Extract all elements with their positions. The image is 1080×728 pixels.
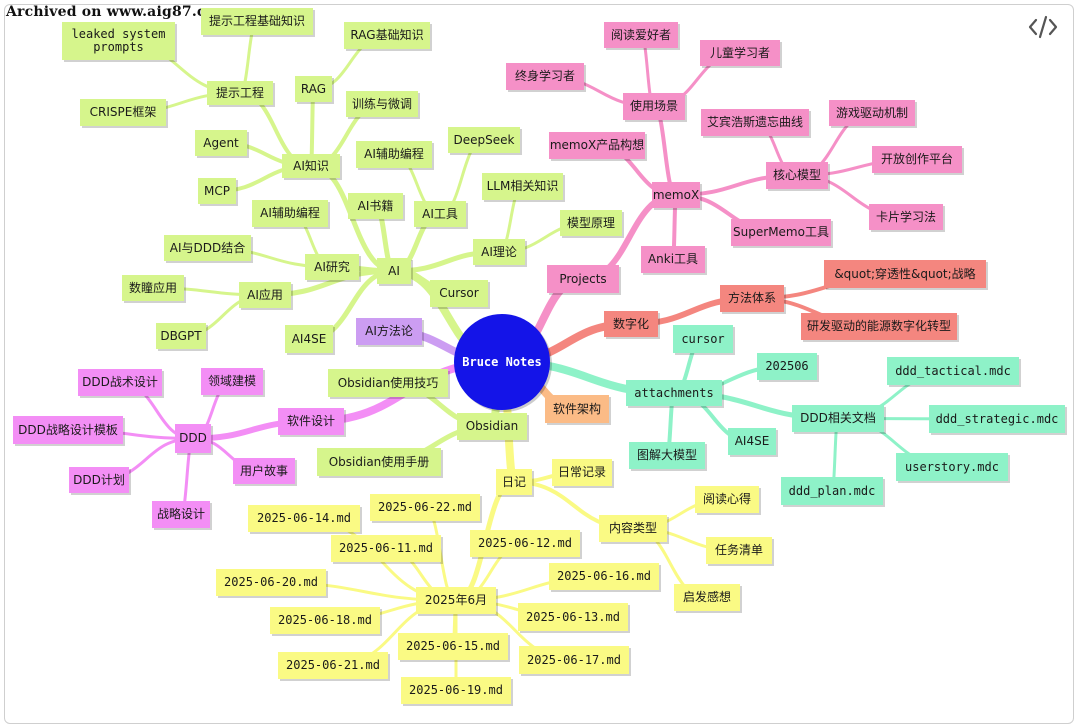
node-child-learners[interactable]: 儿童学习者 bbox=[700, 40, 780, 66]
node-rd-energy[interactable]: 研发驱动的能源数字化转型 bbox=[801, 313, 957, 340]
code-icon[interactable] bbox=[1028, 14, 1058, 40]
node-file-0612[interactable]: 2025-06-12.md bbox=[470, 530, 580, 557]
node-rag[interactable]: RAG bbox=[295, 76, 332, 102]
node-transparency-strategy[interactable]: &quot;穿透性&quot;战略 bbox=[824, 260, 986, 288]
node-file-0616[interactable]: 2025-06-16.md bbox=[549, 563, 659, 590]
node-file-0617[interactable]: 2025-06-17.md bbox=[519, 646, 629, 674]
node-ai-theory[interactable]: AI理论 bbox=[473, 239, 525, 265]
node-diagram-model[interactable]: 图解大模型 bbox=[629, 442, 705, 469]
node-obsidian-tips[interactable]: Obsidian使用技巧 bbox=[328, 369, 448, 397]
node-file-0618[interactable]: 2025-06-18.md bbox=[270, 607, 380, 634]
node-task-list[interactable]: 任务清单 bbox=[706, 537, 772, 564]
node-content-type[interactable]: 内容类型 bbox=[599, 515, 667, 542]
node-digitalization[interactable]: 数字化 bbox=[604, 311, 658, 337]
node-agent[interactable]: Agent bbox=[195, 130, 247, 156]
node-core-model[interactable]: 核心模型 bbox=[766, 162, 828, 189]
node-ai4se-attachment[interactable]: AI4SE bbox=[728, 428, 776, 455]
node-ddd[interactable]: DDD bbox=[175, 424, 211, 453]
node-ebbinghaus[interactable]: 艾宾浩斯遗忘曲线 bbox=[701, 109, 809, 136]
node-ddd-docs[interactable]: DDD相关文档 bbox=[792, 405, 884, 432]
node-training[interactable]: 训练与微调 bbox=[346, 91, 418, 117]
node-lifelong-learners[interactable]: 终身学习者 bbox=[506, 63, 584, 90]
node-202506[interactable]: 202506 bbox=[757, 353, 817, 380]
node-file-0622[interactable]: 2025-06-22.md bbox=[370, 494, 480, 521]
node-open-platform[interactable]: 开放创作平台 bbox=[872, 146, 962, 173]
node-ai-research[interactable]: AI研究 bbox=[305, 254, 359, 280]
node-ddd-strategic-file[interactable]: ddd_strategic.mdc bbox=[929, 405, 1065, 433]
node-ai-app[interactable]: AI应用 bbox=[239, 282, 291, 308]
node-model-principle[interactable]: 模型原理 bbox=[560, 210, 622, 236]
node-ai-tools[interactable]: AI工具 bbox=[414, 201, 466, 227]
root-node[interactable]: Bruce Notes bbox=[454, 314, 550, 410]
node-deepseek[interactable]: DeepSeek bbox=[448, 127, 520, 153]
node-game-driven[interactable]: 游戏驱动机制 bbox=[829, 100, 915, 126]
node-ai-books[interactable]: AI书籍 bbox=[348, 193, 403, 219]
node-llm[interactable]: LLM相关知识 bbox=[482, 173, 563, 200]
node-diary[interactable]: 日记 bbox=[496, 469, 532, 495]
node-card-method[interactable]: 卡片学习法 bbox=[869, 204, 943, 230]
node-ai-knowledge[interactable]: AI知识 bbox=[282, 154, 340, 178]
node-ai[interactable]: AI bbox=[377, 258, 411, 284]
node-ai-method[interactable]: AI方法论 bbox=[356, 318, 422, 345]
node-memox-concept[interactable]: memoX产品构想 bbox=[549, 132, 645, 159]
node-reading-notes[interactable]: 阅读心得 bbox=[695, 486, 759, 513]
node-projects[interactable]: Projects bbox=[547, 265, 619, 293]
node-cursor[interactable]: Cursor bbox=[430, 280, 488, 307]
node-userstory-file[interactable]: userstory.mdc bbox=[896, 453, 1008, 481]
node-crispe[interactable]: CRISPE框架 bbox=[80, 99, 166, 126]
node-ddd-tactical-file[interactable]: ddd_tactical.mdc bbox=[887, 357, 1019, 385]
node-obsidian[interactable]: Obsidian bbox=[457, 413, 527, 440]
node-daily-records[interactable]: 日常记录 bbox=[552, 459, 612, 486]
node-software-design[interactable]: 软件设计 bbox=[278, 408, 344, 435]
watermark: Archived on www.aig87.cn bbox=[6, 4, 217, 20]
node-ai-ddd[interactable]: AI与DDD结合 bbox=[164, 235, 251, 261]
node-file-0619[interactable]: 2025-06-19.md bbox=[401, 677, 511, 704]
node-ddd-tactics[interactable]: DDD战术设计 bbox=[78, 369, 162, 396]
node-file-0621[interactable]: 2025-06-21.md bbox=[278, 652, 388, 679]
node-cursor-attachment[interactable]: cursor bbox=[673, 325, 733, 353]
node-file-0611[interactable]: 2025-06-11.md bbox=[331, 535, 441, 562]
node-supermemo[interactable]: SuperMemo工具 bbox=[731, 219, 831, 246]
node-memox[interactable]: memoX bbox=[652, 182, 700, 208]
node-file-0614[interactable]: 2025-06-14.md bbox=[248, 505, 360, 532]
node-ai4se[interactable]: AI4SE bbox=[285, 325, 333, 353]
node-anki[interactable]: Anki工具 bbox=[641, 246, 705, 273]
node-methodology[interactable]: 方法体系 bbox=[720, 285, 784, 312]
node-leaked-system-prompts[interactable]: leaked system prompts bbox=[62, 22, 175, 60]
node-ddd-template[interactable]: DDD战略设计模板 bbox=[13, 416, 123, 444]
node-strategic-design[interactable]: 战略设计 bbox=[152, 501, 210, 528]
node-usage-scenarios[interactable]: 使用场景 bbox=[623, 93, 685, 120]
node-inspiration[interactable]: 启发感想 bbox=[674, 584, 740, 611]
node-file-0615[interactable]: 2025-06-15.md bbox=[398, 633, 508, 660]
node-mcp[interactable]: MCP bbox=[198, 178, 236, 204]
node-attachments[interactable]: attachments bbox=[626, 380, 722, 406]
node-rag-basics[interactable]: RAG基础知识 bbox=[344, 22, 430, 49]
node-digital-human[interactable]: 数瞳应用 bbox=[122, 275, 184, 301]
node-reading-lovers[interactable]: 阅读爱好者 bbox=[604, 22, 678, 48]
node-domain-modeling[interactable]: 领域建模 bbox=[201, 368, 263, 395]
node-user-story[interactable]: 用户故事 bbox=[233, 458, 295, 484]
node-software-architecture[interactable]: 软件架构 bbox=[545, 395, 609, 423]
node-ddd-plan-file[interactable]: ddd_plan.mdc bbox=[781, 477, 883, 505]
node-june-2025[interactable]: 2025年6月 bbox=[416, 587, 496, 614]
node-file-0613[interactable]: 2025-06-13.md bbox=[518, 603, 628, 631]
node-prompt-basics[interactable]: 提示工程基础知识 bbox=[201, 8, 313, 35]
node-obsidian-manual[interactable]: Obsidian使用手册 bbox=[317, 448, 441, 476]
node-ddd-plan[interactable]: DDD计划 bbox=[69, 467, 129, 493]
node-dbgpt[interactable]: DBGPT bbox=[156, 323, 206, 349]
node-file-0620[interactable]: 2025-06-20.md bbox=[216, 569, 326, 596]
node-ai-coding-research[interactable]: AI辅助编程 bbox=[252, 200, 328, 227]
node-prompt-engineering[interactable]: 提示工程 bbox=[207, 81, 273, 105]
node-ai-coding-tool[interactable]: AI辅助编程 bbox=[356, 141, 432, 168]
